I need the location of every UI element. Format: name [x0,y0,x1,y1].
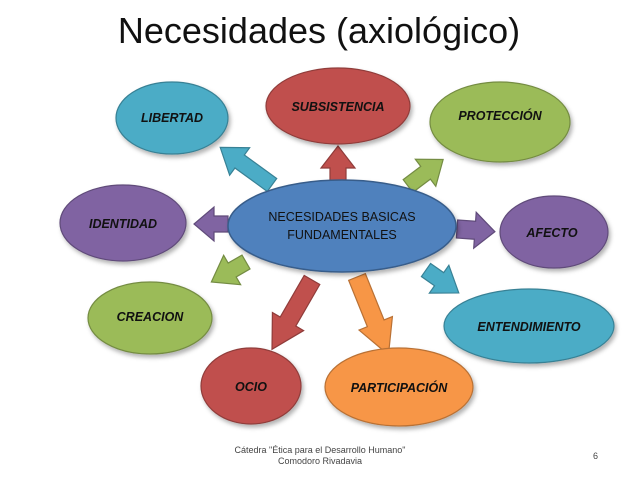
node-afecto-ellipse [499,195,609,269]
node-proteccion-ellipse [429,81,571,163]
arrow-to-afecto [455,210,496,250]
node-libertad-label: LIBERTAD [141,111,203,125]
node-proteccion: PROTECCIÓN [429,81,571,163]
center-label-line1: NECESIDADES BASICAS [268,210,415,224]
node-subsistencia-ellipse [265,67,411,145]
node-identidad-label: IDENTIDAD [89,217,157,231]
center-ellipse [227,179,457,273]
arrows [193,145,496,357]
node-entendimiento-ellipse [443,288,615,364]
node-creacion-ellipse [87,281,213,355]
node-participacion-ellipse [324,347,474,427]
node-participacion-label: PARTICIPACIÓN [351,380,449,395]
node-identidad-ellipse [59,184,187,262]
node-identidad: IDENTIDAD [59,184,187,262]
arrow-to-entendimiento [420,262,460,294]
footer-location: Comodoro Rivadavia [277,456,363,466]
node-proteccion-label: PROTECCIÓN [458,108,542,123]
arrow-to-subsistencia [319,145,357,183]
center-node: NECESIDADES BASICAS FUNDAMENTALES [227,179,457,273]
node-subsistencia: SUBSISTENCIA [265,67,411,145]
node-libertad: LIBERTAD [115,81,229,155]
node-participacion: PARTICIPACIÓN [324,347,474,427]
node-creacion: CREACION [87,281,213,355]
page-number: 6 [593,451,599,461]
arrow-to-participacion [347,272,394,357]
footer-course: Cátedra "Ética para el Desarrollo Humano… [234,445,406,455]
node-ocio-ellipse [200,347,302,425]
footer: Cátedra "Ética para el Desarrollo Humano… [180,445,460,467]
center-label-line2: FUNDAMENTALES [287,228,397,242]
arrow-to-creacion [210,253,251,286]
slide-title: Necesidades (axiológico) [117,10,521,51]
arrow-to-ocio [271,274,321,351]
node-entendimiento-label: ENTENDIMIENTO [477,320,581,334]
node-entendimiento: ENTENDIMIENTO [443,288,615,364]
arrow-to-identidad [193,205,229,243]
node-creacion-label: CREACION [117,310,185,324]
node-afecto-label: AFECTO [525,226,577,240]
node-ocio-label: OCIO [235,380,267,394]
arrow-to-libertad [219,146,278,193]
node-afecto: AFECTO [499,195,609,269]
node-ocio: OCIO [200,347,302,425]
node-libertad-ellipse [115,81,229,155]
node-subsistencia-label: SUBSISTENCIA [291,100,384,114]
